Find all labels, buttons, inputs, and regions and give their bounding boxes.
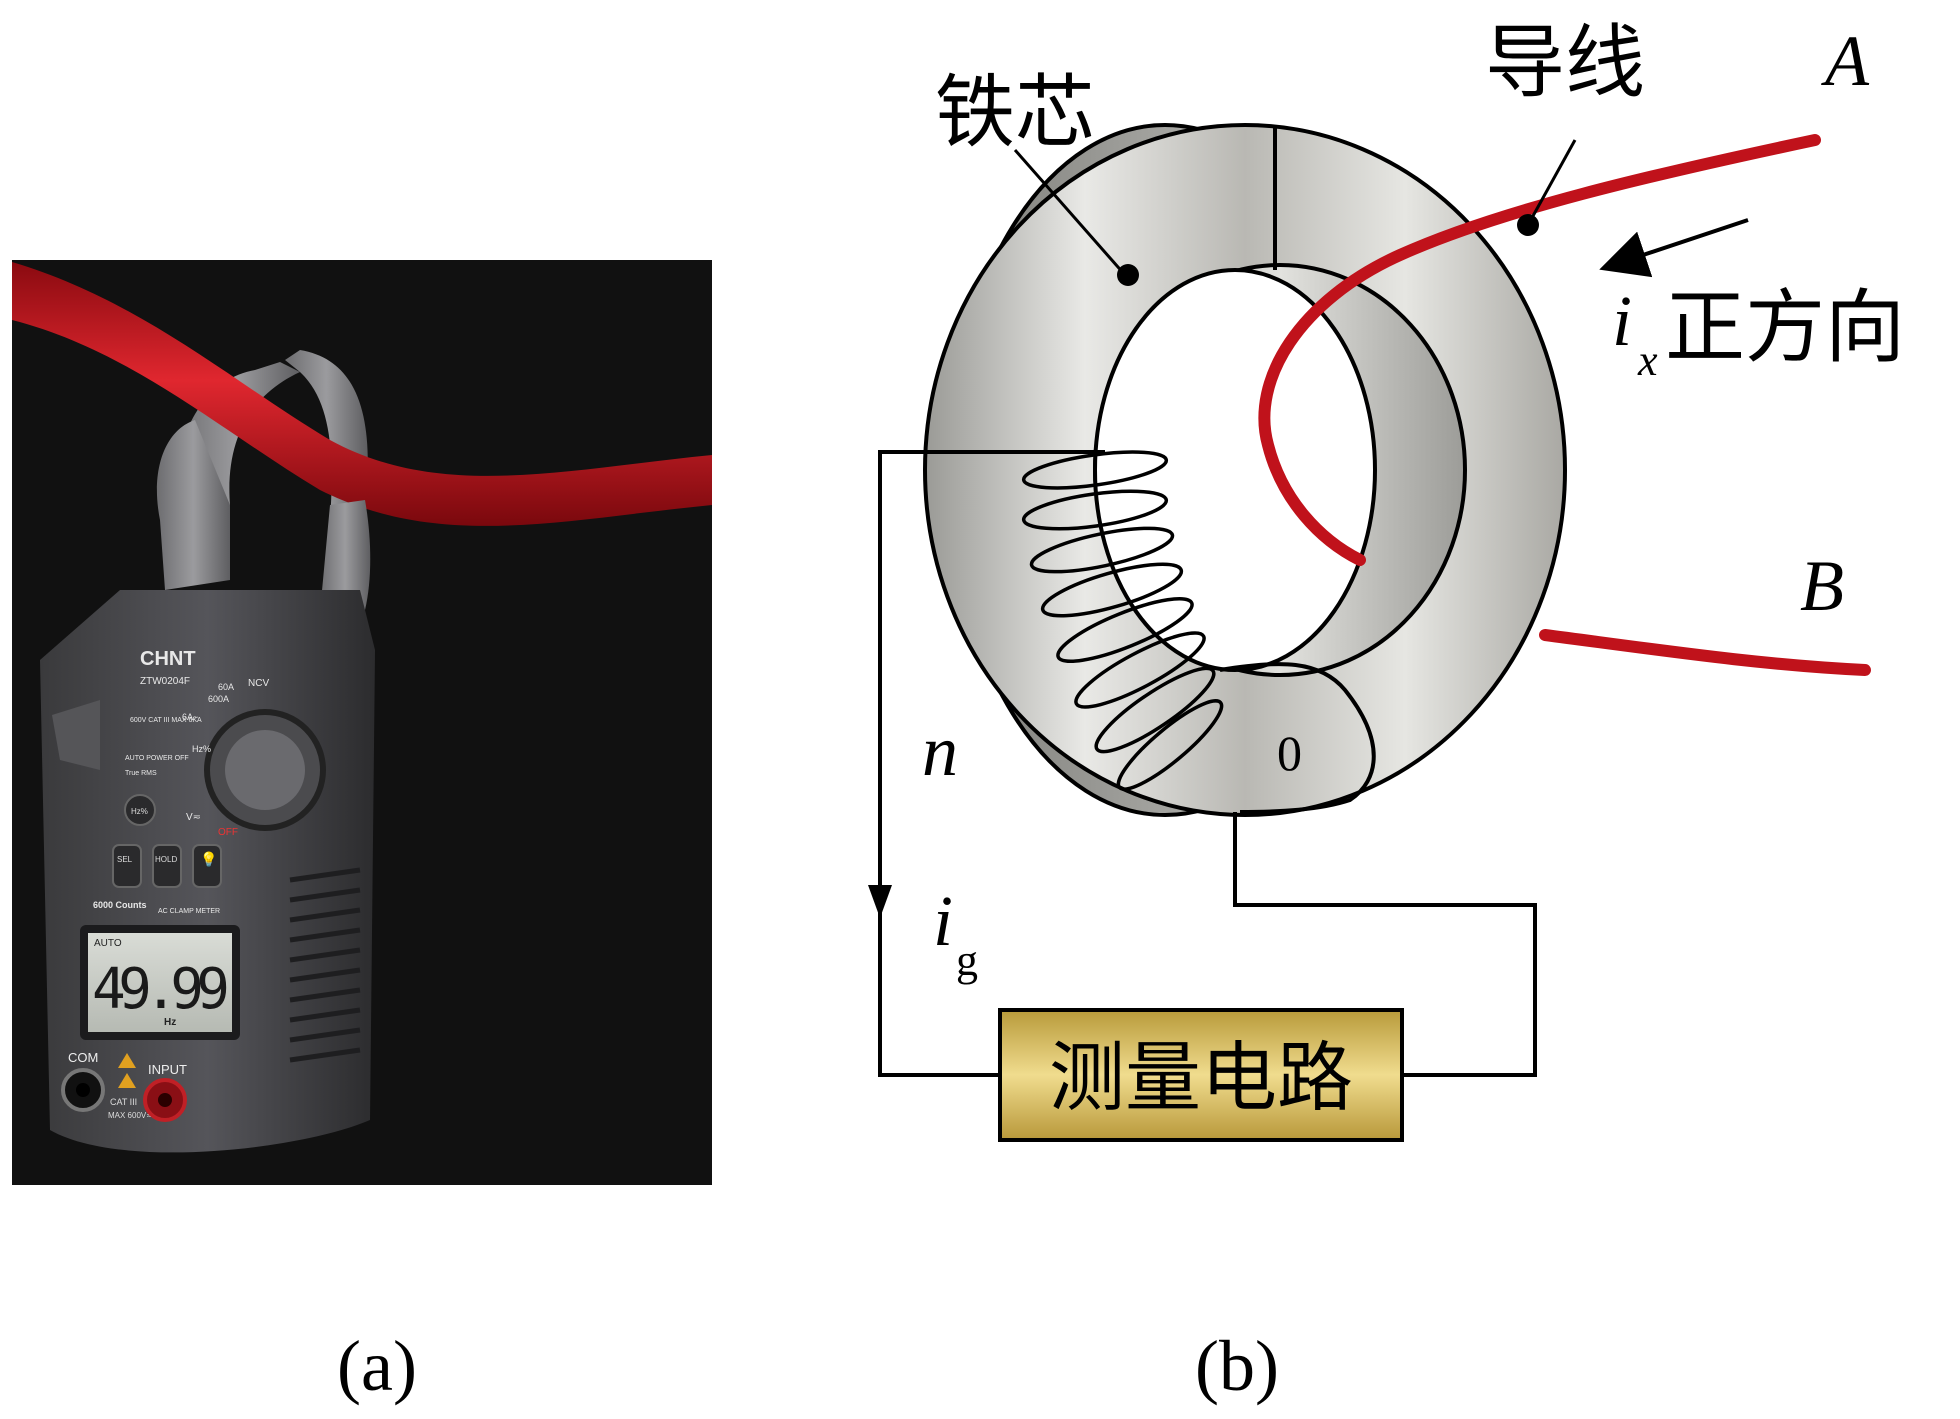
grip-ridges bbox=[289, 867, 361, 1063]
meter-jacks: COM CAT III MAX 600V≂ INPUT bbox=[61, 1050, 187, 1122]
label-ig-subscript: g bbox=[956, 936, 978, 985]
core-hole bbox=[1093, 268, 1377, 672]
meter-buttons: Hz% SEL HOLD 💡 bbox=[112, 794, 222, 888]
core-leader-dot bbox=[1117, 264, 1139, 286]
core-bottom-segment bbox=[1219, 662, 1376, 814]
max-voltage-label: MAX 600V≂ bbox=[108, 1111, 153, 1120]
clamp-jaw-lower-right bbox=[320, 500, 371, 612]
com-jack-label: COM bbox=[68, 1050, 98, 1065]
cat-label: CAT III bbox=[110, 1097, 137, 1107]
label-end-b: B bbox=[1800, 546, 1844, 626]
label-iron-core: 铁芯 bbox=[935, 66, 1095, 159]
meter-type-label: AC CLAMP METER bbox=[158, 908, 220, 915]
meter-60a-label: 60A bbox=[218, 682, 234, 692]
lcd-value: 49.99 bbox=[92, 957, 230, 1022]
warning-triangle-icon-2 bbox=[118, 1073, 136, 1088]
label-turns-n: n bbox=[922, 711, 958, 791]
label-measuring-circuit: 测量电路 bbox=[1049, 1033, 1353, 1122]
light-bulb-icon: 💡 bbox=[200, 851, 217, 868]
lcd-unit: Hz bbox=[164, 1017, 176, 1028]
meter-true-rms: True RMS bbox=[125, 770, 157, 777]
caption-a: (a) bbox=[337, 1326, 417, 1406]
label-positive-direction: 正方向 bbox=[1665, 281, 1905, 374]
label-ix-subscript: x bbox=[1637, 336, 1658, 385]
conductor-wire-front bbox=[1258, 134, 1821, 566]
red-cable bbox=[12, 262, 712, 526]
label-ig-symbol: i bbox=[933, 881, 953, 961]
sel-button-label: SEL bbox=[117, 855, 133, 864]
meter-volt-label: V≂ bbox=[186, 812, 201, 823]
input-jack-label: INPUT bbox=[148, 1062, 187, 1077]
jaw-trigger bbox=[52, 700, 100, 770]
lcd-screen bbox=[88, 933, 232, 1032]
panel-a-photo: CHNT ZTW0204F NCV 60A 600A 6A~ 600V CAT … bbox=[12, 260, 712, 1185]
ig-direction-arrow bbox=[868, 885, 892, 918]
meter-6a-label: 6A~ bbox=[182, 712, 198, 722]
meter-model: ZTW0204F bbox=[140, 676, 190, 687]
hz-button-label: Hz% bbox=[131, 807, 148, 816]
measuring-circuit-box bbox=[998, 1008, 1404, 1142]
meter-hz-label: Hz% bbox=[192, 744, 211, 754]
label-zero-mark: 0 bbox=[1277, 725, 1302, 781]
label-wire: 导线 bbox=[1485, 16, 1645, 109]
core-leader-line bbox=[1013, 149, 1127, 276]
wire-leader-dot bbox=[1517, 214, 1539, 236]
ix-direction-arrow bbox=[1599, 218, 1749, 278]
lcd-mode: AUTO bbox=[94, 938, 122, 949]
panel-b-diagram bbox=[868, 123, 1871, 1142]
label-end-a: A bbox=[1821, 21, 1870, 101]
label-ix-symbol: i bbox=[1612, 281, 1632, 361]
hz-button bbox=[124, 794, 156, 826]
meter-warning-cat: 600V CAT III MAX 6KA bbox=[130, 717, 202, 724]
clamp-jaw-lower-left bbox=[156, 420, 230, 590]
sel-button bbox=[112, 844, 142, 888]
circuit-wire-right bbox=[1233, 812, 1537, 1077]
com-jack-hole bbox=[76, 1083, 90, 1097]
input-jack-hole bbox=[158, 1093, 172, 1107]
warning-triangle-icon bbox=[118, 1053, 136, 1068]
wire-leader-line bbox=[1526, 139, 1577, 226]
light-button bbox=[192, 844, 222, 888]
meter-off-label: OFF bbox=[218, 827, 238, 838]
hold-button bbox=[152, 844, 182, 888]
meter-counts-label: 6000 Counts bbox=[93, 900, 147, 910]
coil-winding bbox=[1021, 450, 1224, 791]
circuit-wire-left bbox=[878, 450, 1105, 1077]
conductor-wire-back bbox=[1539, 629, 1871, 676]
rotary-dial-knob bbox=[225, 730, 305, 810]
meter-auto-power-off: AUTO POWER OFF bbox=[125, 755, 189, 762]
hold-button-label: HOLD bbox=[155, 855, 177, 864]
caption-b: (b) bbox=[1195, 1326, 1279, 1406]
meter-600a-label: 600A bbox=[208, 694, 229, 704]
meter-brand: CHNT bbox=[140, 648, 196, 670]
meter-ncv-label: NCV bbox=[248, 678, 269, 689]
